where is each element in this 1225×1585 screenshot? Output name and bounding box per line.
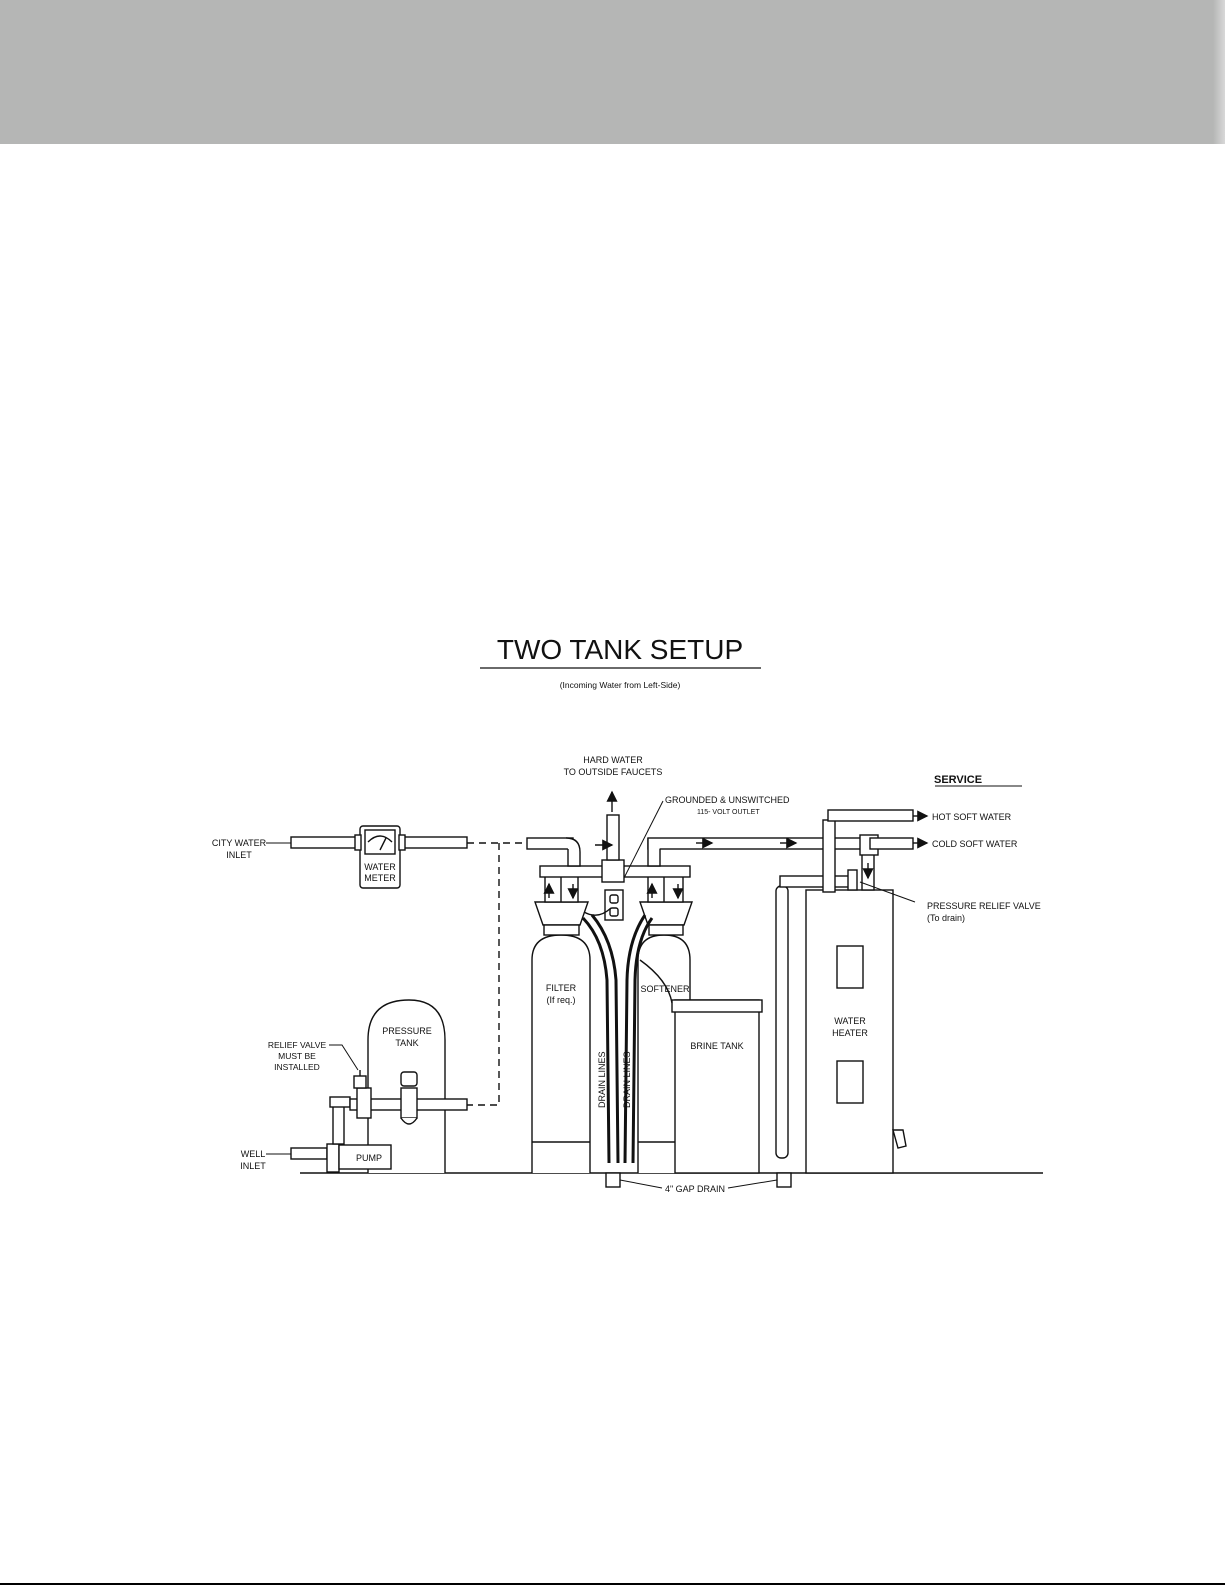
header-band bbox=[0, 0, 1225, 144]
label-water-meter: WATER bbox=[364, 862, 396, 872]
label-city-inlet: INLET bbox=[226, 850, 252, 860]
label-pressure-relief-valve: PRESSURE RELIEF VALVE bbox=[927, 901, 1041, 911]
label-pressure-tank: PRESSURE bbox=[382, 1026, 432, 1036]
label-hot-soft-water: HOT SOFT WATER bbox=[932, 812, 1012, 822]
label-filter: FILTER bbox=[546, 983, 577, 993]
leader-line bbox=[859, 881, 916, 903]
bypass-manifold bbox=[526, 814, 871, 883]
brine-tank bbox=[639, 959, 763, 1174]
label-well-inlet: INLET bbox=[240, 1161, 266, 1171]
label-pressure-tank-2: TANK bbox=[395, 1038, 418, 1048]
power-cord bbox=[583, 907, 612, 916]
diagram-title: TWO TANK SETUP bbox=[497, 634, 743, 665]
label-relief-valve-2: MUST BE bbox=[278, 1051, 316, 1061]
leader-line bbox=[329, 1044, 359, 1071]
label-water-meter-2: METER bbox=[364, 873, 396, 883]
label-hard-water: HARD WATER bbox=[583, 755, 643, 765]
filter-tank bbox=[531, 874, 591, 1173]
label-water-heater: WATER bbox=[834, 1016, 866, 1026]
label-relief-valve-3: INSTALLED bbox=[274, 1062, 320, 1072]
label-water-heater-2: HEATER bbox=[832, 1028, 868, 1038]
label-outlet-2: 115- VOLT OUTLET bbox=[697, 809, 760, 816]
label-softener: SOFTENER bbox=[640, 984, 690, 994]
label-pump: PUMP bbox=[356, 1153, 382, 1163]
label-brine-tank: BRINE TANK bbox=[690, 1041, 743, 1051]
label-well: WELL bbox=[241, 1149, 266, 1159]
label-gap-drain: 4" GAP DRAIN bbox=[665, 1184, 725, 1194]
dashed-connection bbox=[467, 842, 527, 1106]
leader-line bbox=[623, 800, 664, 879]
leader-line bbox=[727, 1179, 778, 1189]
label-drain-lines-right: DRAIN LINES bbox=[622, 1051, 632, 1108]
label-hard-water-2: TO OUTSIDE FAUCETS bbox=[564, 767, 663, 777]
water-meter bbox=[354, 825, 406, 889]
diagram-subtitle: (Incoming Water from Left-Side) bbox=[560, 680, 681, 690]
electrical-outlet bbox=[604, 889, 624, 921]
leader-line bbox=[619, 1179, 663, 1189]
pump-assembly bbox=[290, 1070, 468, 1173]
drain-lines bbox=[581, 914, 654, 1164]
label-city-water: CITY WATER bbox=[212, 838, 267, 848]
label-filter-if-req: (If req.) bbox=[546, 995, 575, 1005]
label-to-drain: (To drain) bbox=[927, 913, 965, 923]
label-outlet: GROUNDED & UNSWITCHED bbox=[665, 795, 790, 805]
footer-rule bbox=[0, 1583, 1225, 1585]
label-relief-valve: RELIEF VALVE bbox=[268, 1040, 327, 1050]
label-drain-lines-left: DRAIN LINES bbox=[597, 1051, 607, 1108]
label-cold-soft-water: COLD SOFT WATER bbox=[932, 839, 1018, 849]
water-heater bbox=[775, 809, 914, 1174]
label-service: SERVICE bbox=[934, 774, 982, 786]
